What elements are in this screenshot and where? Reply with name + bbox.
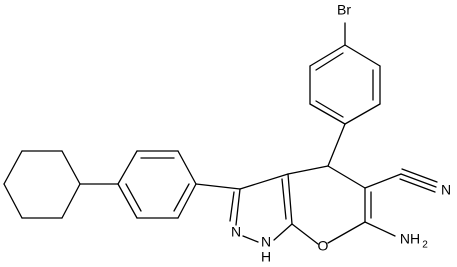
nh-nitrogen-label: N (261, 234, 271, 250)
amine-subscript-label: 2 (422, 240, 428, 251)
nh-hydrogen-label: H (261, 249, 271, 265)
cyclohexylphenyl-ring (117, 150, 241, 219)
nitrile-group (364, 168, 438, 193)
pyrazole-ring (229, 173, 293, 243)
bromine-label: Br (337, 2, 351, 18)
pyrazole-nitrogen-label: N (231, 224, 241, 240)
ring-oxygen-label: O (318, 238, 329, 254)
pyran-ring (287, 123, 372, 245)
nitrile-nitrogen-label: N (441, 182, 451, 198)
amine-bond (364, 221, 396, 237)
bromophenyl-ring (309, 22, 381, 125)
cyclohexyl-ring (3, 150, 119, 219)
amine-nh-label: NH (400, 231, 420, 247)
